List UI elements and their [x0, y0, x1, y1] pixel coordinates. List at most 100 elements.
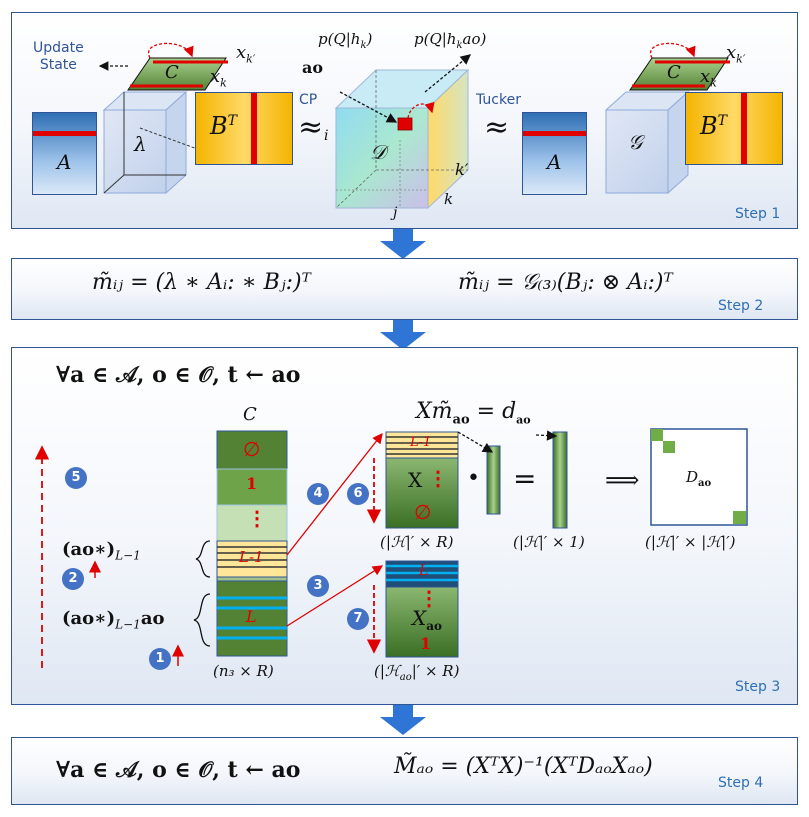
g-core-cube: [604, 90, 690, 195]
xkp-left-base: x: [236, 42, 247, 63]
g-core-label: 𝒢: [628, 130, 643, 154]
step4-header: ∀a ∈ 𝒜, o ∈ 𝒪, t ← ao: [56, 757, 301, 783]
xao-base: X: [412, 606, 427, 630]
dao-base: D: [686, 468, 699, 486]
flow-arrow-2: [380, 320, 426, 350]
eq-rhs: = d: [476, 399, 517, 424]
c-block-l: [216, 580, 288, 657]
xk-right-base: x: [700, 66, 711, 87]
dao-label: Dao: [686, 468, 711, 489]
tensor-d-cube: [334, 54, 472, 210]
ao-star-l1ao-text: (ao∗): [62, 608, 116, 629]
d-vector: [552, 431, 568, 529]
xao-dim-head: (|ℋ: [374, 662, 400, 680]
xao-dim-tail: |′ × R): [411, 662, 460, 680]
p-right-text: p(Q|h: [414, 30, 457, 48]
p-right-label: p(Q|hkao): [414, 30, 486, 51]
ao-star-l1ao-sub: L−1: [115, 617, 141, 632]
badge-3: 3: [307, 575, 329, 597]
m-pointer: [457, 431, 494, 453]
badge-7: 7: [347, 608, 369, 630]
bt-col-highlight-right: [741, 93, 747, 164]
bt-col-highlight: [251, 93, 257, 164]
matrix-a-right-label: A: [547, 150, 562, 174]
equals-sign: =: [513, 462, 537, 495]
matrix-bt-left: [195, 92, 293, 165]
xao-label: Xao: [412, 606, 442, 633]
step3-label: Step 3: [735, 679, 781, 695]
bt-left-base: B: [210, 112, 228, 140]
x-dim-label: (|ℋ|′ × R): [380, 533, 454, 551]
bt-right-base: B: [700, 112, 718, 140]
index-i: i: [324, 128, 329, 144]
xkp-left-label: xk′: [236, 42, 255, 66]
step1-diagram: [98, 42, 730, 210]
xk-right-sub: k: [710, 76, 717, 90]
index-j: j: [393, 205, 398, 221]
xao-sub: ao: [426, 619, 443, 633]
xk-right-label: xk: [700, 66, 717, 90]
brace-l: [193, 593, 211, 647]
tensor-d-label: 𝒟: [370, 140, 386, 164]
c-cell-l1: L-1: [239, 548, 264, 566]
xao-dim-sub: ao: [399, 672, 412, 683]
xk-left-base: x: [210, 66, 221, 87]
index-k: k: [444, 190, 454, 208]
badge-1: 1: [149, 648, 171, 670]
ao-star-l1-text: (ao∗): [62, 539, 116, 560]
matrix-a-left-label: A: [57, 150, 72, 174]
c-right-label: C: [667, 62, 681, 83]
p-left-sub: k: [360, 40, 367, 51]
step2-label: Step 2: [718, 298, 764, 314]
a-row-highlight-right: [523, 131, 586, 136]
xao-matrix: [385, 560, 459, 658]
vec-dim-label: (|ℋ|′ × 1): [513, 533, 585, 551]
x-label: X: [408, 468, 423, 492]
tucker-label: Tucker: [476, 92, 521, 108]
c-left-label: C: [165, 62, 179, 83]
matrix-a-right: [522, 112, 587, 195]
matrix-bt-left-label: BT: [210, 112, 237, 140]
badge-4: 4: [307, 483, 329, 505]
badge-5: 5: [65, 467, 87, 489]
ao-star-l1-sub: L−1: [115, 548, 141, 563]
ao-label-step1: ao: [302, 58, 324, 77]
xkp-right-base: x: [726, 42, 737, 63]
dao-matrix: [650, 428, 748, 526]
flow-arrow-1: [380, 229, 426, 259]
formula-cp: m̃ᵢⱼ = (λ ∗ Aᵢ: ∗ Bⱼ:)ᵀ: [92, 270, 311, 295]
ao-star-l1ao-tail: ao: [140, 608, 165, 629]
eq-lhs: Xm̃: [416, 399, 453, 424]
p-left-text: p(Q|h: [318, 30, 361, 48]
eq-rhs-sub: ao: [516, 413, 531, 427]
approx-cp: ≈: [298, 110, 324, 145]
arrow-3: [286, 565, 384, 627]
formula-tucker: m̃ᵢⱼ = 𝒢₍₃₎(Bⱼ: ⊗ Aᵢ:)ᵀ: [458, 270, 673, 295]
step3-header: ∀a ∈ 𝒜, o ∈ 𝒪, t ← ao: [56, 362, 301, 388]
step4-formula: M̃ₐₒ = (XᵀX)⁻¹(XᵀDₐₒXₐₒ): [394, 754, 653, 779]
c-cell-dots: ⋮: [247, 506, 267, 530]
c-matrix: [216, 430, 288, 657]
cp-label: CP: [299, 92, 318, 108]
eq-lhs-sub: ao: [452, 412, 470, 428]
index-kp: k′: [455, 160, 469, 179]
dao-sub: ao: [698, 478, 712, 489]
lambda-cube: [102, 90, 201, 195]
matrix-bt-right: [685, 92, 783, 165]
ao-star-l1: (ao∗)L−1: [62, 539, 141, 563]
step4-panel: [11, 737, 798, 805]
x-matrix: [385, 431, 459, 529]
x-cell-l1: L-1: [410, 435, 432, 450]
xao-cell-l: L: [419, 563, 429, 579]
c-matrix-title: C: [243, 404, 257, 425]
xk-left-sub: k: [220, 76, 227, 90]
step1-label: Step 1: [735, 206, 781, 222]
step4-label: Step 4: [718, 775, 764, 791]
matrix-a-left: [32, 112, 97, 195]
d-pointer: [535, 430, 558, 441]
dao-dim-label: (|ℋ|′ × |ℋ|′): [645, 533, 736, 551]
update-state-label: Update State: [33, 40, 84, 74]
bt-right-sup: T: [717, 113, 727, 129]
c-dim-label: (n₃ × R): [213, 662, 274, 680]
p-left-label: p(Q|hk): [318, 30, 372, 51]
